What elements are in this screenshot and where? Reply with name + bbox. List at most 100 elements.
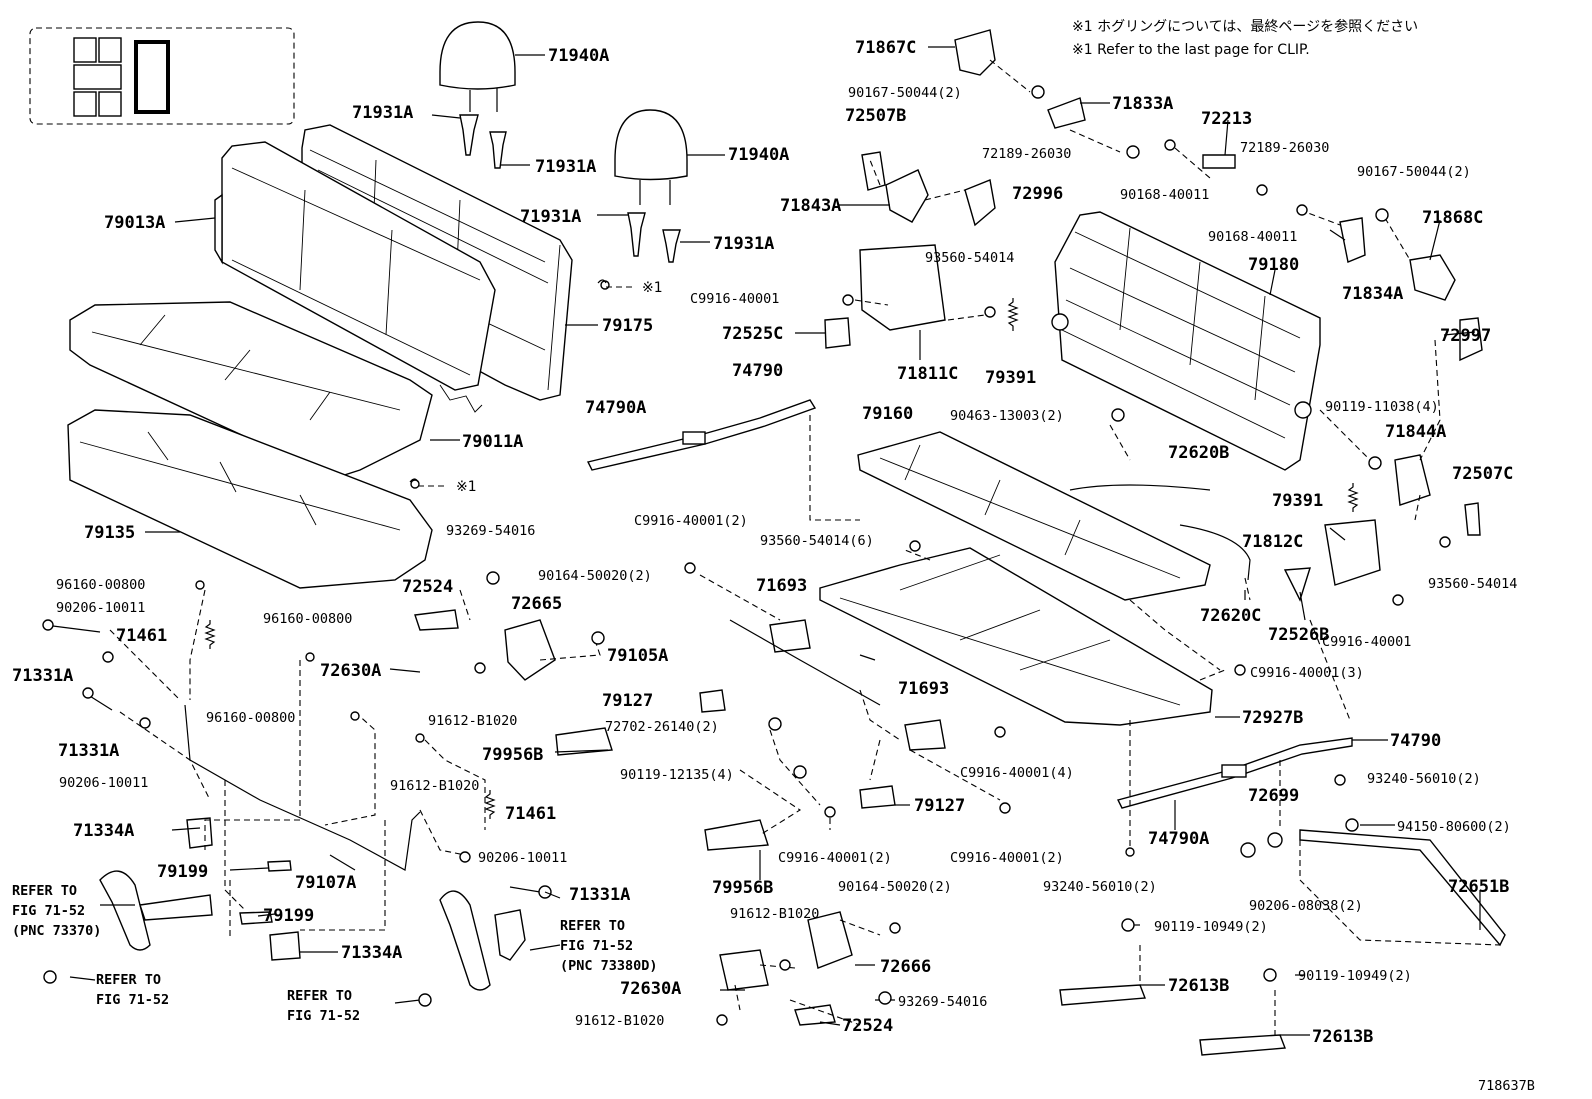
label-72620C: 72620C bbox=[1200, 606, 1261, 626]
refer-text: FIG 71-52 bbox=[287, 1008, 360, 1024]
refer-text: (PNC 73370) bbox=[12, 923, 101, 939]
label-93560-54014-6: 93560-54014(6) bbox=[760, 533, 874, 549]
label-96160-00800: 96160-00800 bbox=[263, 611, 352, 627]
label-71867C: 71867C bbox=[855, 38, 916, 58]
fasteners bbox=[42, 85, 1451, 1026]
label-79127: 79127 bbox=[602, 691, 653, 711]
refer-text: REFER TO bbox=[12, 883, 77, 899]
label-90167-50044: 90167-50044(2) bbox=[848, 85, 962, 101]
label-71931A: 71931A bbox=[520, 207, 581, 227]
label-90168-40011: 90168-40011 bbox=[1120, 187, 1209, 203]
label-79391: 79391 bbox=[1272, 491, 1323, 511]
label-79107A: 79107A bbox=[295, 873, 356, 893]
label-79011A: 79011A bbox=[462, 432, 523, 452]
label-79175: 79175 bbox=[602, 316, 653, 336]
clip-mark: ※1 bbox=[456, 479, 477, 495]
label-72996: 72996 bbox=[1012, 184, 1063, 204]
label-79391: 79391 bbox=[985, 368, 1036, 388]
label-71461: 71461 bbox=[505, 804, 556, 824]
leader-lines bbox=[69, 46, 1481, 1036]
label-79013A: 79013A bbox=[104, 213, 165, 233]
label-79180: 79180 bbox=[1248, 255, 1299, 275]
label-91612-B1020: 91612-B1020 bbox=[575, 1013, 664, 1029]
label-71693: 71693 bbox=[756, 576, 807, 596]
headrest-guides bbox=[459, 114, 681, 263]
refer-notes: REFER TO FIG 71-52 (PNC 73370) REFER TO … bbox=[12, 883, 658, 1024]
label-91612-B1020: 91612-B1020 bbox=[730, 906, 819, 922]
refer-text: REFER TO bbox=[287, 988, 352, 1004]
label-72927B: 72927B bbox=[1242, 708, 1303, 728]
label-71461: 71461 bbox=[116, 626, 167, 646]
label-90206-10011: 90206-10011 bbox=[59, 775, 148, 791]
seat-layout-inset bbox=[29, 27, 295, 125]
label-72507B: 72507B bbox=[845, 106, 906, 126]
label-74790: 74790 bbox=[1390, 731, 1441, 751]
note-english: ※1 Refer to the last page for CLIP. bbox=[1072, 42, 1310, 58]
label-71931A: 71931A bbox=[352, 103, 413, 123]
springs bbox=[204, 298, 1359, 819]
seatbelt-buckles bbox=[99, 870, 526, 991]
label-71940A: 71940A bbox=[728, 145, 789, 165]
label-71843A: 71843A bbox=[780, 196, 841, 216]
label-79199: 79199 bbox=[263, 906, 314, 926]
note-japanese: ※1 ホグリングについては、最終ページを参照ください bbox=[1072, 18, 1418, 35]
label-90119-12135: 90119-12135(4) bbox=[620, 767, 734, 783]
clip-mark: ※1 bbox=[642, 280, 663, 296]
label-93269-54016: 93269-54016 bbox=[898, 994, 987, 1010]
label-71931A: 71931A bbox=[713, 234, 774, 254]
label-90119-11038: 90119-11038(4) bbox=[1325, 399, 1439, 415]
refer-text: FIG 71-52 bbox=[12, 903, 85, 919]
label-90119-10949: 90119-10949(2) bbox=[1154, 919, 1268, 935]
label-71811C: 71811C bbox=[897, 364, 958, 384]
label-96160-00800: 96160-00800 bbox=[206, 710, 295, 726]
label-90164-50020: 90164-50020(2) bbox=[838, 879, 952, 895]
label-79105A: 79105A bbox=[607, 646, 668, 666]
label-72699: 72699 bbox=[1248, 786, 1299, 806]
label-72997: 72997 bbox=[1440, 326, 1491, 346]
label-94150-80600: 94150-80600(2) bbox=[1397, 819, 1511, 835]
label-71940A: 71940A bbox=[548, 46, 609, 66]
label-91612-B1020: 91612-B1020 bbox=[390, 778, 479, 794]
label-79199: 79199 bbox=[157, 862, 208, 882]
label-71868C: 71868C bbox=[1422, 208, 1483, 228]
label-C9916-40001: C9916-40001 bbox=[690, 291, 779, 307]
label-C9916-40001-2: C9916-40001(2) bbox=[778, 850, 892, 866]
label-71331A: 71331A bbox=[569, 885, 630, 905]
label-72630A: 72630A bbox=[320, 661, 381, 681]
label-96160-00800: 96160-00800 bbox=[56, 577, 145, 593]
label-90206-10011: 90206-10011 bbox=[56, 600, 145, 616]
label-71331A: 71331A bbox=[12, 666, 73, 686]
label-72507C: 72507C bbox=[1452, 464, 1513, 484]
label-71334A: 71334A bbox=[73, 821, 134, 841]
label-93240-56010: 93240-56010(2) bbox=[1367, 771, 1481, 787]
label-71812C: 71812C bbox=[1242, 532, 1303, 552]
refer-text: FIG 71-52 bbox=[96, 992, 169, 1008]
label-90119-10949: 90119-10949(2) bbox=[1298, 968, 1412, 984]
label-79956B: 79956B bbox=[712, 878, 773, 898]
label-90168-40011: 90168-40011 bbox=[1208, 229, 1297, 245]
headrest-front bbox=[614, 109, 688, 205]
label-71931A: 71931A bbox=[535, 157, 596, 177]
label-72525C: 72525C bbox=[722, 324, 783, 344]
label-71334A: 71334A bbox=[341, 943, 402, 963]
label-72189-26030: 72189-26030 bbox=[982, 146, 1071, 162]
label-79127: 79127 bbox=[914, 796, 965, 816]
header-notes: ※1 ホグリングについては、最終ページを参照ください ※1 Refer to t… bbox=[1072, 18, 1418, 58]
seat-base-79160 bbox=[857, 431, 1211, 601]
label-93560-54014: 93560-54014 bbox=[1428, 576, 1517, 592]
label-91612-B1020: 91612-B1020 bbox=[428, 713, 517, 729]
label-74790: 74790 bbox=[732, 361, 783, 381]
label-72620B: 72620B bbox=[1168, 443, 1229, 463]
label-90463-13003: 90463-13003(2) bbox=[950, 408, 1064, 424]
label-79160: 79160 bbox=[862, 404, 913, 424]
label-72613B: 72613B bbox=[1312, 1027, 1373, 1047]
label-71331A: 71331A bbox=[58, 741, 119, 761]
label-74790A: 74790A bbox=[585, 398, 646, 418]
label-90206-10011: 90206-10011 bbox=[478, 850, 567, 866]
label-90167-50044: 90167-50044(2) bbox=[1357, 164, 1471, 180]
label-71833A: 71833A bbox=[1112, 94, 1173, 114]
label-72189-26030: 72189-26030 bbox=[1240, 140, 1329, 156]
seat-base-72927B bbox=[819, 547, 1213, 726]
refer-text: REFER TO bbox=[96, 972, 161, 988]
seat-frame-79180 bbox=[1051, 211, 1321, 471]
